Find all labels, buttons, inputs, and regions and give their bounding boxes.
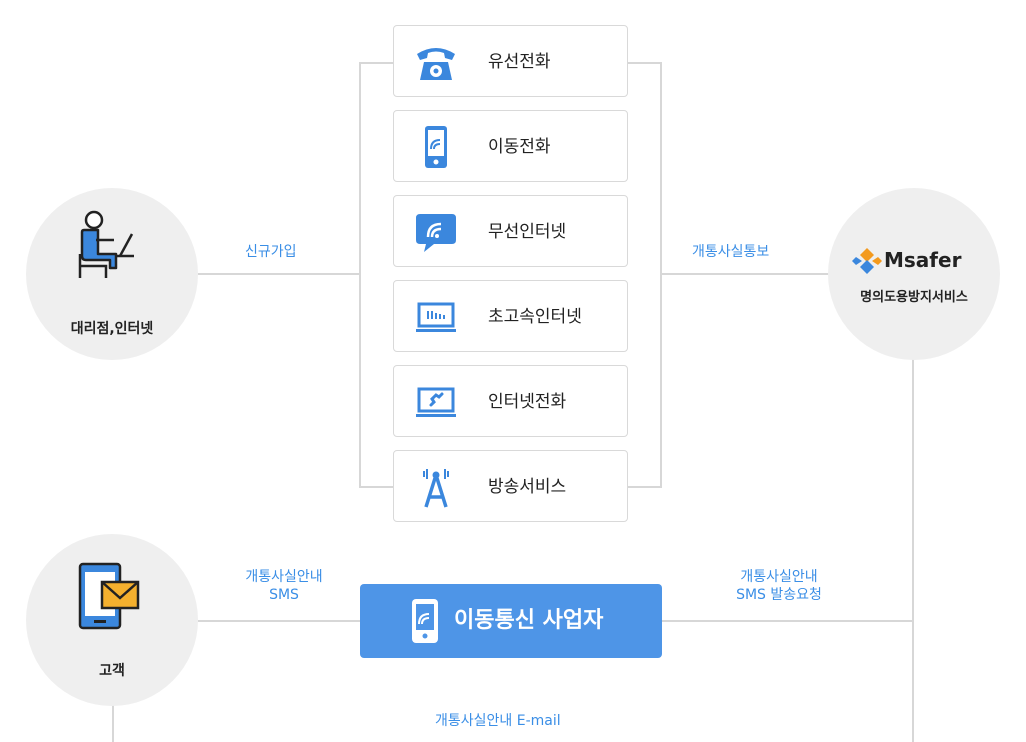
- agency-node: 대리점,인터넷: [26, 188, 198, 360]
- wireless-internet-icon: [416, 214, 456, 252]
- service-label: 인터넷전화: [488, 392, 567, 412]
- msafer-logo-text: Msafer: [884, 248, 962, 272]
- service-landline: 유선전화: [393, 25, 628, 97]
- flow-label-sms: 개통사실안내 SMS: [226, 568, 342, 604]
- flow-label-email: 개통사실안내 E-mail: [435, 712, 561, 730]
- service-internet-phone: 인터넷전화: [393, 365, 628, 437]
- mobile-phone-icon: [412, 599, 438, 643]
- msafer-node: Msafer 명의도용방지서비스: [828, 188, 1000, 360]
- broadcast-tower-icon: [423, 469, 449, 508]
- flow-label-notify: 개통사실통보: [692, 243, 770, 261]
- service-broadcast: 방송서비스: [393, 450, 628, 522]
- connector-msafer-vertical: [912, 358, 914, 742]
- service-mobile: 이동전화: [393, 110, 628, 182]
- service-label: 무선인터넷: [488, 222, 567, 242]
- service-label: 이동전화: [488, 137, 551, 157]
- service-broadband: 초고속인터넷: [393, 280, 628, 352]
- flow-label-sms-request: 개통사실안내 SMS 발송요청: [720, 568, 838, 604]
- connector-bracket-right-bottom: [628, 486, 662, 488]
- carrier-box: 이동통신 사업자: [360, 584, 662, 658]
- customer-node: 고객: [26, 534, 198, 706]
- service-wireless-internet: 무선인터넷: [393, 195, 628, 267]
- person-at-computer-icon: [78, 210, 134, 278]
- mobile-phone-icon: [425, 126, 447, 168]
- connector-customer-vertical: [112, 700, 114, 742]
- customer-label: 고객: [99, 663, 125, 679]
- flow-label-signup: 신규가입: [245, 243, 297, 261]
- connector-agency-to-services: [198, 273, 360, 275]
- connector-bracket-left-vertical: [359, 62, 361, 488]
- landline-phone-icon: [417, 48, 455, 80]
- msafer-logo-icon: [852, 248, 882, 274]
- connector-bracket-right-top: [628, 62, 662, 64]
- connector-customer-to-carrier: [198, 620, 360, 622]
- internet-phone-icon: [416, 387, 456, 417]
- carrier-label: 이동통신 사업자: [454, 608, 604, 633]
- tablet-mail-icon: [78, 562, 140, 630]
- service-label: 초고속인터넷: [488, 307, 582, 327]
- connector-services-to-msafer: [661, 273, 829, 275]
- msafer-label: 명의도용방지서비스: [860, 290, 968, 305]
- connector-bracket-right-vertical: [660, 62, 662, 488]
- broadband-modem-icon: [416, 302, 456, 332]
- connector-bracket-left-bottom: [359, 486, 393, 488]
- service-label: 방송서비스: [488, 477, 567, 497]
- agency-label: 대리점,인터넷: [70, 321, 154, 337]
- connector-carrier-to-msafer: [662, 620, 914, 622]
- connector-bracket-left-top: [359, 62, 393, 64]
- service-label: 유선전화: [488, 52, 551, 72]
